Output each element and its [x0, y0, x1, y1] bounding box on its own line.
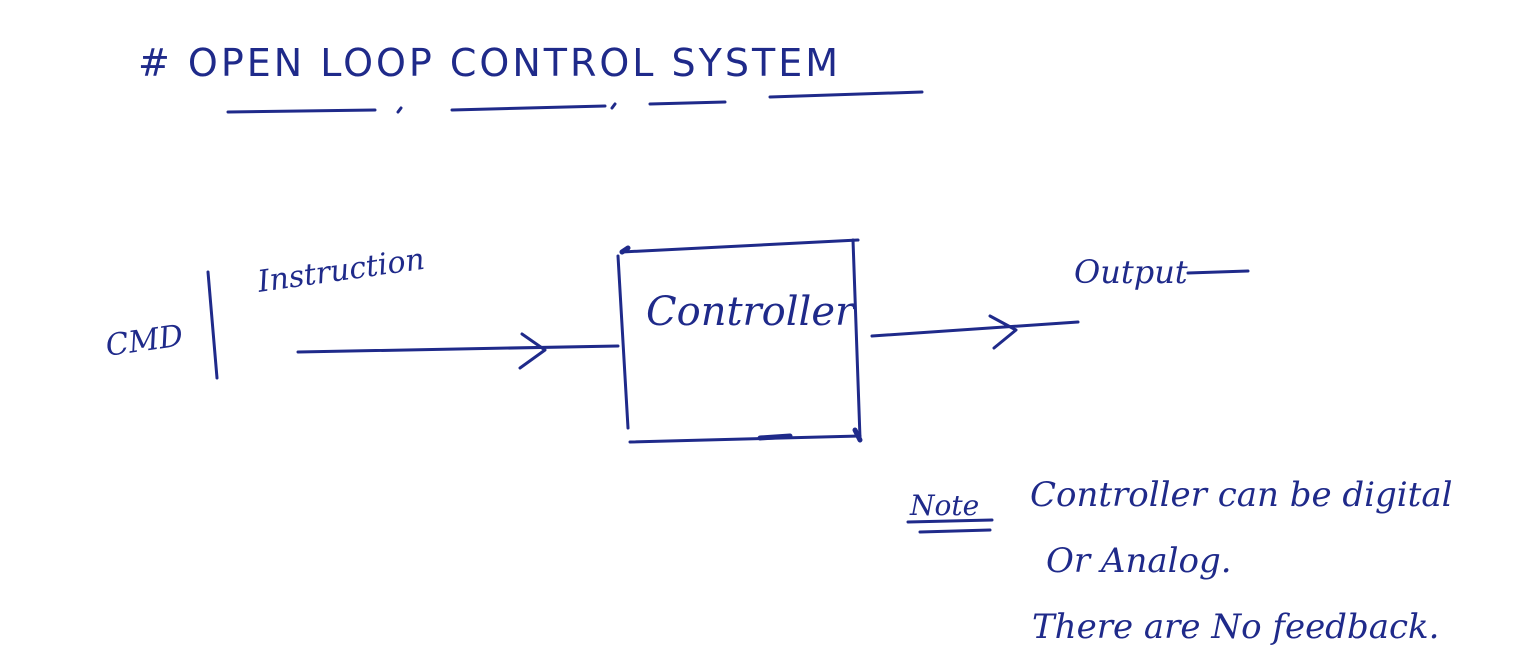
diagram-title: # OPEN LOOP CONTROL SYSTEM: [138, 41, 841, 85]
note-line-2: Or Analog.: [1046, 541, 1232, 581]
note-marker-underline: [906, 518, 994, 534]
input-separator-bar: [206, 270, 219, 380]
note-line-1: Controller can be digital: [1030, 475, 1453, 515]
output-label-underline: [1186, 269, 1250, 275]
input-arrow: [296, 332, 620, 370]
controller-label: Controller: [646, 289, 855, 335]
note-line-3: There are No feedback.: [1032, 607, 1440, 647]
output-arrow: [870, 314, 1080, 350]
note-marker: Note: [910, 489, 980, 522]
controller-block: [616, 238, 863, 444]
title-underline: [226, 90, 924, 114]
output-label: Output: [1074, 253, 1188, 291]
